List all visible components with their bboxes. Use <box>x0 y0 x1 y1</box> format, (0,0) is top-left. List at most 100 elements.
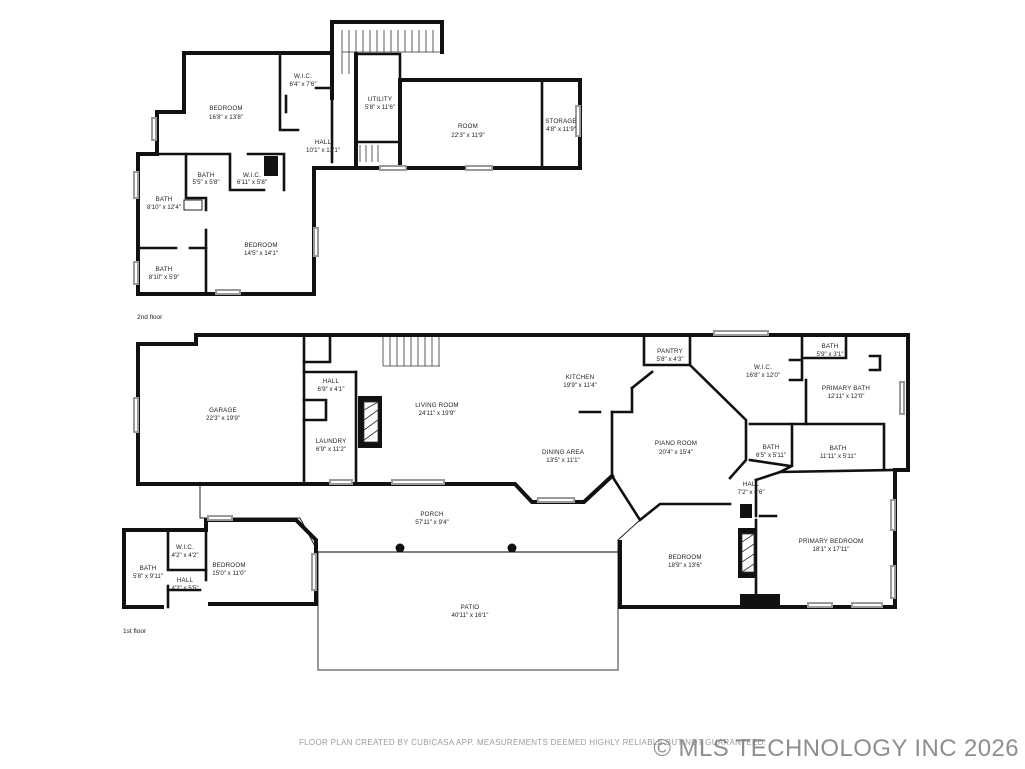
svg-text:STORAGE: STORAGE <box>545 118 577 125</box>
svg-text:8'10" x 5'9": 8'10" x 5'9" <box>149 274 180 281</box>
svg-text:BATH: BATH <box>198 172 215 179</box>
svg-text:BEDROOM: BEDROOM <box>244 242 277 249</box>
svg-text:5'9" x 3'1": 5'9" x 3'1" <box>816 351 843 358</box>
room-label-1f-living-room: LIVING ROOM 24'11" x 19'9" <box>415 402 458 417</box>
svg-text:UTILITY: UTILITY <box>368 96 392 103</box>
svg-text:BATH: BATH <box>763 444 780 451</box>
svg-text:W.I.C.: W.I.C. <box>176 544 194 551</box>
svg-text:BEDROOM: BEDROOM <box>209 105 242 112</box>
svg-text:4'2" x 4'2": 4'2" x 4'2" <box>171 552 198 559</box>
svg-text:16'8" x 12'0": 16'8" x 12'0" <box>746 372 780 379</box>
room-label-1f-hall-3: HALL 4'2" x 5'5" <box>171 577 198 592</box>
svg-text:BEDROOM: BEDROOM <box>212 562 245 569</box>
svg-text:24'11" x 19'9": 24'11" x 19'9" <box>419 410 456 417</box>
svg-text:57'11" x 9'4": 57'11" x 9'4" <box>415 519 448 526</box>
svg-text:BEDROOM: BEDROOM <box>668 554 701 561</box>
svg-text:5'8" x 4'3": 5'8" x 4'3" <box>656 356 683 363</box>
svg-text:22'3" x 19'9": 22'3" x 19'9" <box>206 415 240 422</box>
room-label-1f-kitchen: KITCHEN 19'9" x 11'4" <box>563 374 596 389</box>
svg-text:HALL: HALL <box>323 378 340 385</box>
watermark: © MLS TECHNOLOGY INC 2026 <box>653 735 1019 762</box>
room-label-1f-bath-1: BATH 5'9" x 3'1" <box>816 343 843 358</box>
svg-text:18'1" x 17'11": 18'1" x 17'11" <box>813 546 850 553</box>
floor-label-2nd: 2nd floor <box>137 314 163 321</box>
room-label-1f-bath-4: BATH 5'8" x 9'11" <box>133 565 163 580</box>
svg-text:6'9" x 11'2": 6'9" x 11'2" <box>316 446 346 453</box>
floor-label-1st: 1st floor <box>123 628 147 635</box>
svg-text:6'11" x 5'8": 6'11" x 5'8" <box>237 179 267 186</box>
stairs-main <box>382 337 440 367</box>
svg-text:PRIMARY BEDROOM: PRIMARY BEDROOM <box>799 538 864 545</box>
room-label-2f-utility: UTILITY 5'8" x 11'6" <box>365 96 395 111</box>
svg-text:PIANO ROOM: PIANO ROOM <box>655 440 697 447</box>
room-label-2f-room: ROOM 22'3" x 11'9" <box>451 123 484 139</box>
svg-text:14'5" x 14'1": 14'5" x 14'1" <box>244 250 278 257</box>
patio-area <box>317 551 619 671</box>
room-label-1f-hall-2: HALL 7'2" x 6'6" <box>737 481 764 496</box>
room-label-1f-pantry: PANTRY 5'8" x 4'3" <box>656 348 683 363</box>
svg-text:PANTRY: PANTRY <box>657 348 683 355</box>
room-label-2f-bath-2: BATH 8'10" x 12'4" <box>147 196 181 211</box>
svg-text:5'8" x 11'6": 5'8" x 11'6" <box>365 104 395 111</box>
svg-text:LIVING ROOM: LIVING ROOM <box>415 402 458 409</box>
svg-text:HALL: HALL <box>177 577 194 584</box>
first-floor-plan: GARAGE 22'3" x 19'9" HALL 6'9" x 4'1" LA… <box>122 330 910 671</box>
svg-text:6'4" x 7'6": 6'4" x 7'6" <box>289 81 316 88</box>
svg-text:DINING AREA: DINING AREA <box>542 449 585 456</box>
svg-text:18'9" x 13'6": 18'9" x 13'6" <box>668 562 702 569</box>
svg-text:8'10" x 12'4": 8'10" x 12'4" <box>147 204 181 211</box>
svg-text:W.I.C.: W.I.C. <box>243 172 261 179</box>
svg-text:15'0" x 11'0": 15'0" x 11'0" <box>212 570 245 577</box>
stairs-hall <box>359 145 379 162</box>
room-label-1f-wic: W.I.C. 16'8" x 12'0" <box>746 364 780 379</box>
room-label-1f-dining-area: DINING AREA 13'5" x 11'1" <box>542 449 585 464</box>
svg-text:5'5" x 5'8": 5'5" x 5'8" <box>192 179 219 186</box>
svg-text:BATH: BATH <box>140 565 157 572</box>
svg-text:20'4" x 15'4": 20'4" x 15'4" <box>659 449 693 456</box>
room-label-1f-wic-2: W.I.C. 4'2" x 4'2" <box>171 544 198 559</box>
svg-text:W.I.C.: W.I.C. <box>294 73 312 80</box>
room-label-1f-primary-bedroom: PRIMARY BEDROOM 18'1" x 17'11" <box>799 538 864 553</box>
svg-text:LAUNDRY: LAUNDRY <box>316 438 347 445</box>
svg-text:BATH: BATH <box>822 343 839 350</box>
svg-text:4'8" x 11'9": 4'8" x 11'9" <box>546 126 576 133</box>
disclaimer-text: FLOOR PLAN CREATED BY CUBICASA APP. MEAS… <box>299 738 767 747</box>
svg-text:12'11" x 12'0": 12'11" x 12'0" <box>828 393 865 400</box>
svg-text:10'1" x 13'1": 10'1" x 13'1" <box>306 147 340 154</box>
room-label-2f-hall: HALL 10'1" x 13'1" <box>306 139 340 154</box>
svg-text:13'5" x 11'1": 13'5" x 11'1" <box>546 457 579 464</box>
room-label-2f-bath-3: BATH 8'10" x 5'9" <box>149 266 180 281</box>
room-label-2f-bath-1: BATH 5'5" x 5'8" <box>192 172 219 186</box>
room-label-1f-piano-room: PIANO ROOM 20'4" x 15'4" <box>655 440 697 456</box>
svg-text:HALL: HALL <box>743 481 760 488</box>
room-label-1f-garage: GARAGE 22'3" x 19'9" <box>206 407 240 422</box>
svg-text:BATH: BATH <box>156 196 173 203</box>
svg-text:BATH: BATH <box>156 266 173 273</box>
svg-text:19'9" x 11'4": 19'9" x 11'4" <box>563 382 596 389</box>
room-label-1f-bath-3: BATH 11'11" x 5'11" <box>820 445 856 460</box>
room-label-1f-patio: PATIO 40'11" x 16'1" <box>452 604 489 619</box>
svg-text:BATH: BATH <box>830 445 847 452</box>
room-label-2f-bedroom-1: BEDROOM 16'8" x 13'8" <box>209 105 243 121</box>
svg-text:PORCH: PORCH <box>420 511 443 518</box>
room-label-1f-laundry: LAUNDRY 6'9" x 11'2" <box>316 438 347 453</box>
room-label-1f-hall-1: HALL 6'9" x 4'1" <box>317 378 344 393</box>
room-label-1f-bath-2: BATH 6'5" x 5'11" <box>756 444 786 459</box>
svg-text:5'8" x 9'11": 5'8" x 9'11" <box>133 573 163 580</box>
svg-text:16'8" x 13'8": 16'8" x 13'8" <box>209 114 243 121</box>
second-floor-plan: BEDROOM 16'8" x 13'8" W.I.C. 6'4" x 7'6"… <box>133 20 582 321</box>
svg-text:ROOM: ROOM <box>458 123 478 130</box>
svg-text:PRIMARY BATH: PRIMARY BATH <box>822 385 870 392</box>
svg-text:7'2" x 6'6": 7'2" x 6'6" <box>737 489 764 496</box>
room-label-2f-wic-2: W.I.C. 6'11" x 5'8" <box>237 172 267 186</box>
svg-text:4'2" x 5'5": 4'2" x 5'5" <box>171 585 198 592</box>
svg-text:W.I.C.: W.I.C. <box>754 364 772 371</box>
svg-text:40'11" x 16'1": 40'11" x 16'1" <box>452 612 489 619</box>
svg-text:22'3" x 11'9": 22'3" x 11'9" <box>451 132 484 139</box>
svg-text:11'11" x 5'11": 11'11" x 5'11" <box>820 453 856 460</box>
svg-text:GARAGE: GARAGE <box>209 407 237 414</box>
room-label-2f-storage: STORAGE 4'8" x 11'9" <box>545 118 577 133</box>
room-label-1f-bedroom-2: BEDROOM 18'9" x 13'6" <box>668 554 702 569</box>
room-label-1f-bedroom-1: BEDROOM 15'0" x 11'0" <box>212 562 245 577</box>
room-label-1f-primary-bath: PRIMARY BATH 12'11" x 12'0" <box>822 385 870 400</box>
